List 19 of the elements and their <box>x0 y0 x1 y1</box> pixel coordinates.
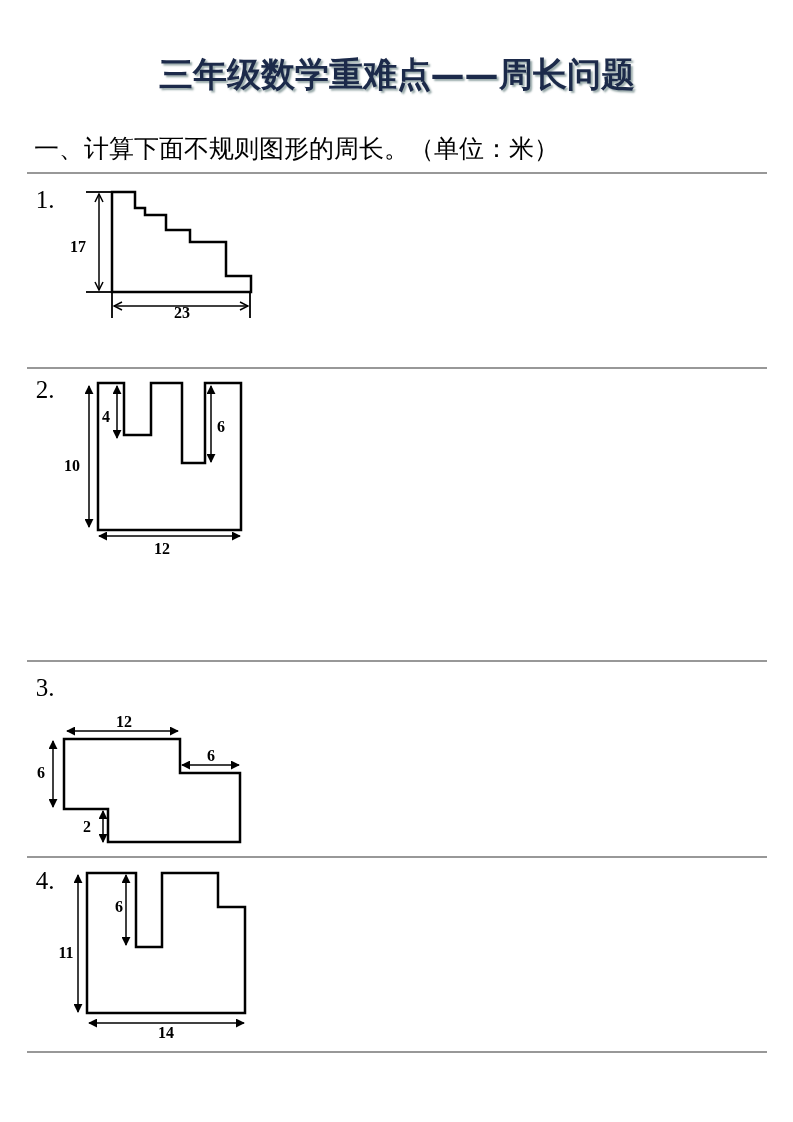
question-number: 2. <box>35 376 55 404</box>
question-number: 3. <box>35 674 55 702</box>
dimension-label: 6 <box>37 764 45 782</box>
dimension-label: 14 <box>158 1024 174 1042</box>
dimension-label: 6 <box>115 898 123 916</box>
dimension-label: 10 <box>64 457 80 475</box>
dimension-label: 11 <box>58 944 74 962</box>
dimension-label: 2 <box>83 818 91 836</box>
question-number: 4. <box>35 867 55 895</box>
dimension-label: 4 <box>102 408 110 426</box>
dimension-label: 17 <box>70 238 86 256</box>
question-number: 1. <box>35 186 55 214</box>
title: 三年级数学重难点——周长问题 <box>157 53 636 96</box>
dimension-label: 6 <box>207 747 215 765</box>
dimension-label: 12 <box>116 713 132 731</box>
instruction-heading: 一、计算下面不规则图形的周长。（单位：米） <box>34 133 559 165</box>
dimension-label: 6 <box>217 418 225 436</box>
dimension-label: 12 <box>154 540 170 558</box>
dimension-label: 23 <box>174 304 190 322</box>
